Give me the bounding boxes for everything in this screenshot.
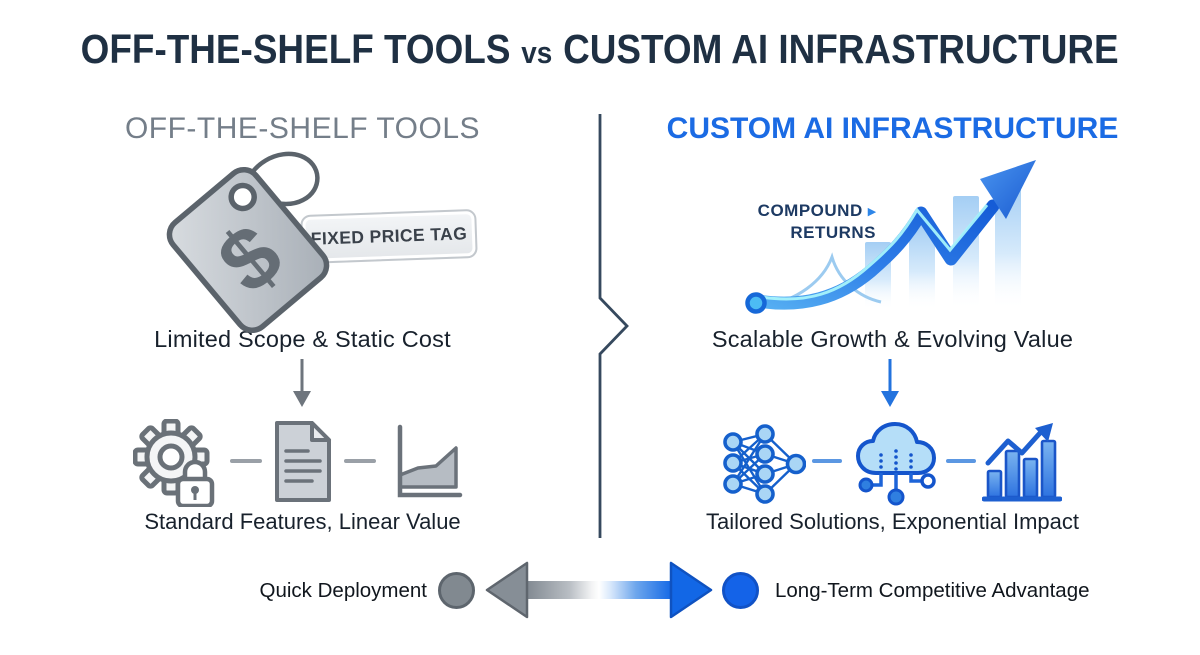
connector-dash <box>946 459 976 463</box>
connector-dash <box>230 459 262 463</box>
compound-returns-label: COMPOUND ▸ RETURNS <box>757 201 876 243</box>
left-column-heading: OFF-THE-SHELF TOOLS <box>124 112 481 145</box>
left-arrowhead <box>485 561 529 619</box>
right-column-heading: CUSTOM AI INFRASTRUCTURE <box>666 112 1119 145</box>
right-arrowhead <box>669 561 713 619</box>
blue-endpoint-dot <box>722 572 759 609</box>
lock-icon <box>175 459 215 507</box>
price-tag-icon: $ <box>166 151 330 334</box>
small-chevron-icon: ▸ <box>867 203 876 220</box>
footer-right-label: Long-Term Competitive Advantage <box>775 579 1090 602</box>
growth-bars-icon <box>982 423 1062 502</box>
footer-left-label: Quick Deployment <box>259 579 427 602</box>
left-summary: Limited Scope & Static Cost <box>154 326 451 352</box>
connector-dash <box>812 459 842 463</box>
title-right-part: CUSTOM AI INFRASTRUCTURE <box>563 26 1119 72</box>
neural-network-icon <box>723 424 806 504</box>
tag-hole <box>228 182 257 212</box>
gear-lock-icon <box>133 419 215 507</box>
title-vs: vs <box>521 35 553 70</box>
connector-dash <box>344 459 376 463</box>
title-left-part: OFF-THE-SHELF TOOLS <box>81 26 511 72</box>
ai-cloud-icon <box>856 422 936 506</box>
page-title: OFF-THE-SHELF TOOLS vs CUSTOM AI INFRASTRU… <box>0 26 1200 73</box>
gray-endpoint-dot <box>438 572 475 609</box>
down-arrow-gray-icon <box>293 359 311 407</box>
right-summary: Scalable Growth & Evolving Value <box>711 326 1074 352</box>
linear-chart-icon <box>397 424 463 498</box>
divider-chevron-line <box>598 114 629 538</box>
right-caption: Tailored Solutions, Exponential Impact <box>706 509 1079 534</box>
tradeoff-double-arrow <box>485 561 713 619</box>
start-dot <box>745 292 767 314</box>
growth-arrow-icon <box>745 160 1036 314</box>
arrowhead <box>980 160 1036 219</box>
left-caption: Standard Features, Linear Value <box>144 509 461 534</box>
down-arrow-blue-icon <box>881 359 899 407</box>
document-icon <box>275 421 331 502</box>
